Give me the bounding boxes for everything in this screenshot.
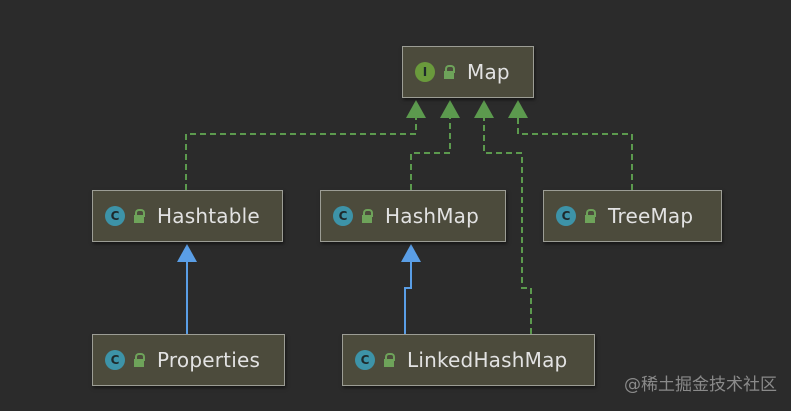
arrowhead-icon [474,100,494,118]
arrowhead-icon [406,100,426,118]
lock-icon [134,209,145,223]
watermark: @稀土掘金技术社区 [624,375,777,395]
arrowhead-icon [440,100,460,118]
edge-line [185,118,417,190]
class-icon: C [355,350,375,370]
node-properties[interactable]: C Properties [92,334,285,386]
node-label: TreeMap [608,204,694,228]
edge-linkedhashmap-to-map [474,100,532,334]
lock-icon [585,209,596,223]
lock-icon [134,353,145,367]
node-label: HashMap [385,204,479,228]
edge-properties-to-hashtable [177,244,197,334]
interface-icon: I [415,62,435,82]
class-icon: C [105,206,125,226]
arrowhead-icon [401,244,421,262]
node-linkedhashmap[interactable]: C LinkedHashMap [342,334,595,386]
node-label: Map [467,60,510,84]
lock-icon [444,65,455,79]
edge-hashmap-to-map [410,100,460,190]
node-map[interactable]: I Map [402,46,534,98]
lock-icon [384,353,395,367]
node-label: Hashtable [157,204,260,228]
lock-icon [362,209,373,223]
node-treemap[interactable]: C TreeMap [543,190,722,242]
class-icon: C [333,206,353,226]
class-icon: C [556,206,576,226]
edge-line [517,118,633,190]
edge-line [404,262,412,334]
arrowhead-icon [508,100,528,118]
edge-treemap-to-map [508,100,633,190]
class-icon: C [105,350,125,370]
edge-hashtable-to-map [185,100,426,190]
edge-linkedhashmap-to-hashmap [401,244,421,334]
node-label: LinkedHashMap [407,348,568,372]
arrowhead-icon [177,244,197,262]
edge-line [410,118,451,190]
edge-line [483,118,532,334]
node-hashtable[interactable]: C Hashtable [92,190,283,242]
node-label: Properties [157,348,261,372]
node-hashmap[interactable]: C HashMap [320,190,506,242]
